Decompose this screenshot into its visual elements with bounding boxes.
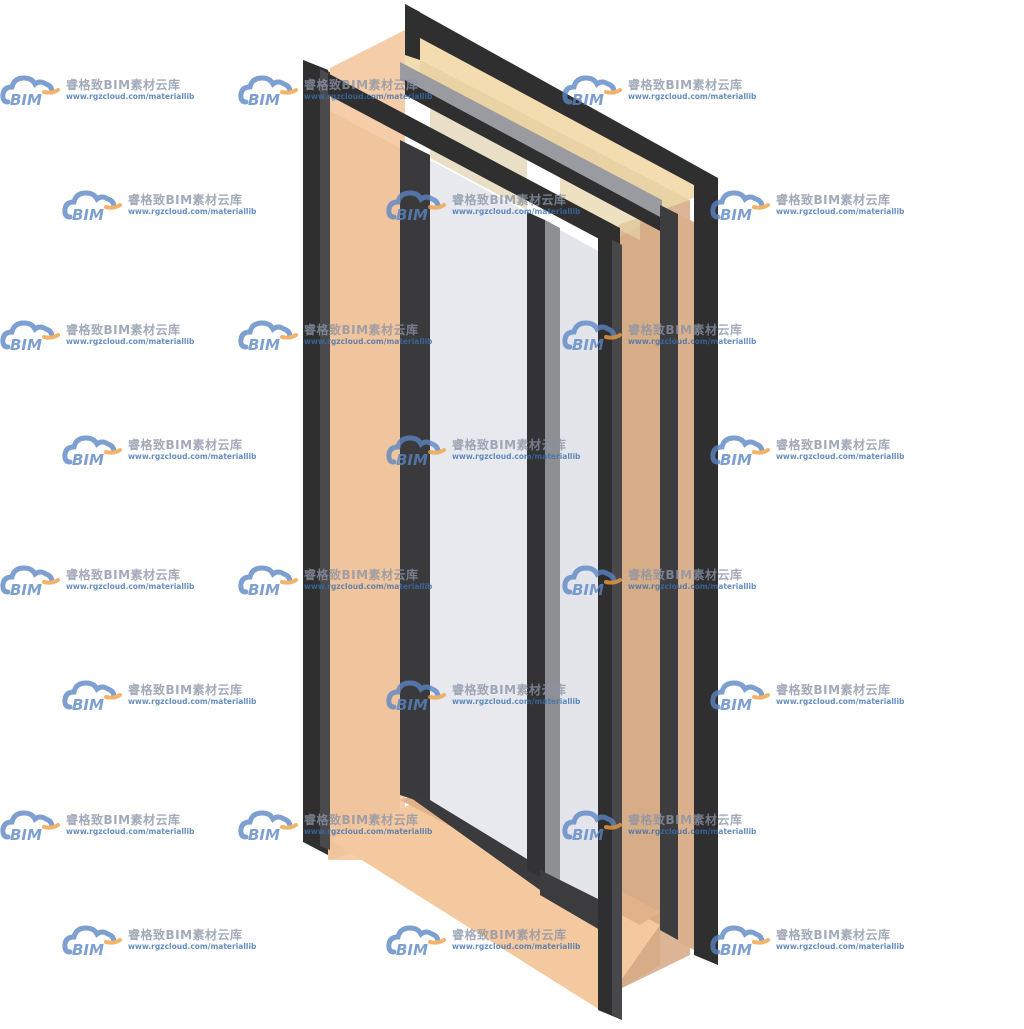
sash-outline-left bbox=[400, 140, 430, 805]
rear-right-reveal bbox=[678, 214, 694, 950]
threshold bbox=[330, 800, 660, 1010]
rear-left-stub bbox=[405, 4, 420, 60]
mullion-gray bbox=[545, 220, 560, 882]
front-head-casing bbox=[303, 60, 620, 250]
glass-right bbox=[560, 230, 600, 900]
rear-head-casing bbox=[405, 4, 718, 198]
transom-bar-dark bbox=[405, 80, 662, 232]
head-jamb-shade bbox=[420, 60, 690, 215]
rear-right-casing bbox=[694, 185, 718, 965]
glass-left bbox=[430, 160, 527, 860]
transom-bar bbox=[400, 62, 662, 218]
head-jamb bbox=[405, 30, 715, 210]
mullion bbox=[527, 212, 545, 880]
front-right-casing-edge bbox=[612, 240, 622, 1020]
left-jamb-reveal bbox=[328, 110, 400, 860]
left-casing-edge bbox=[320, 68, 330, 850]
rear-right-casing-inner bbox=[660, 205, 678, 940]
sash-bottom-right bbox=[540, 870, 600, 930]
sash-bottom-left bbox=[400, 790, 545, 890]
